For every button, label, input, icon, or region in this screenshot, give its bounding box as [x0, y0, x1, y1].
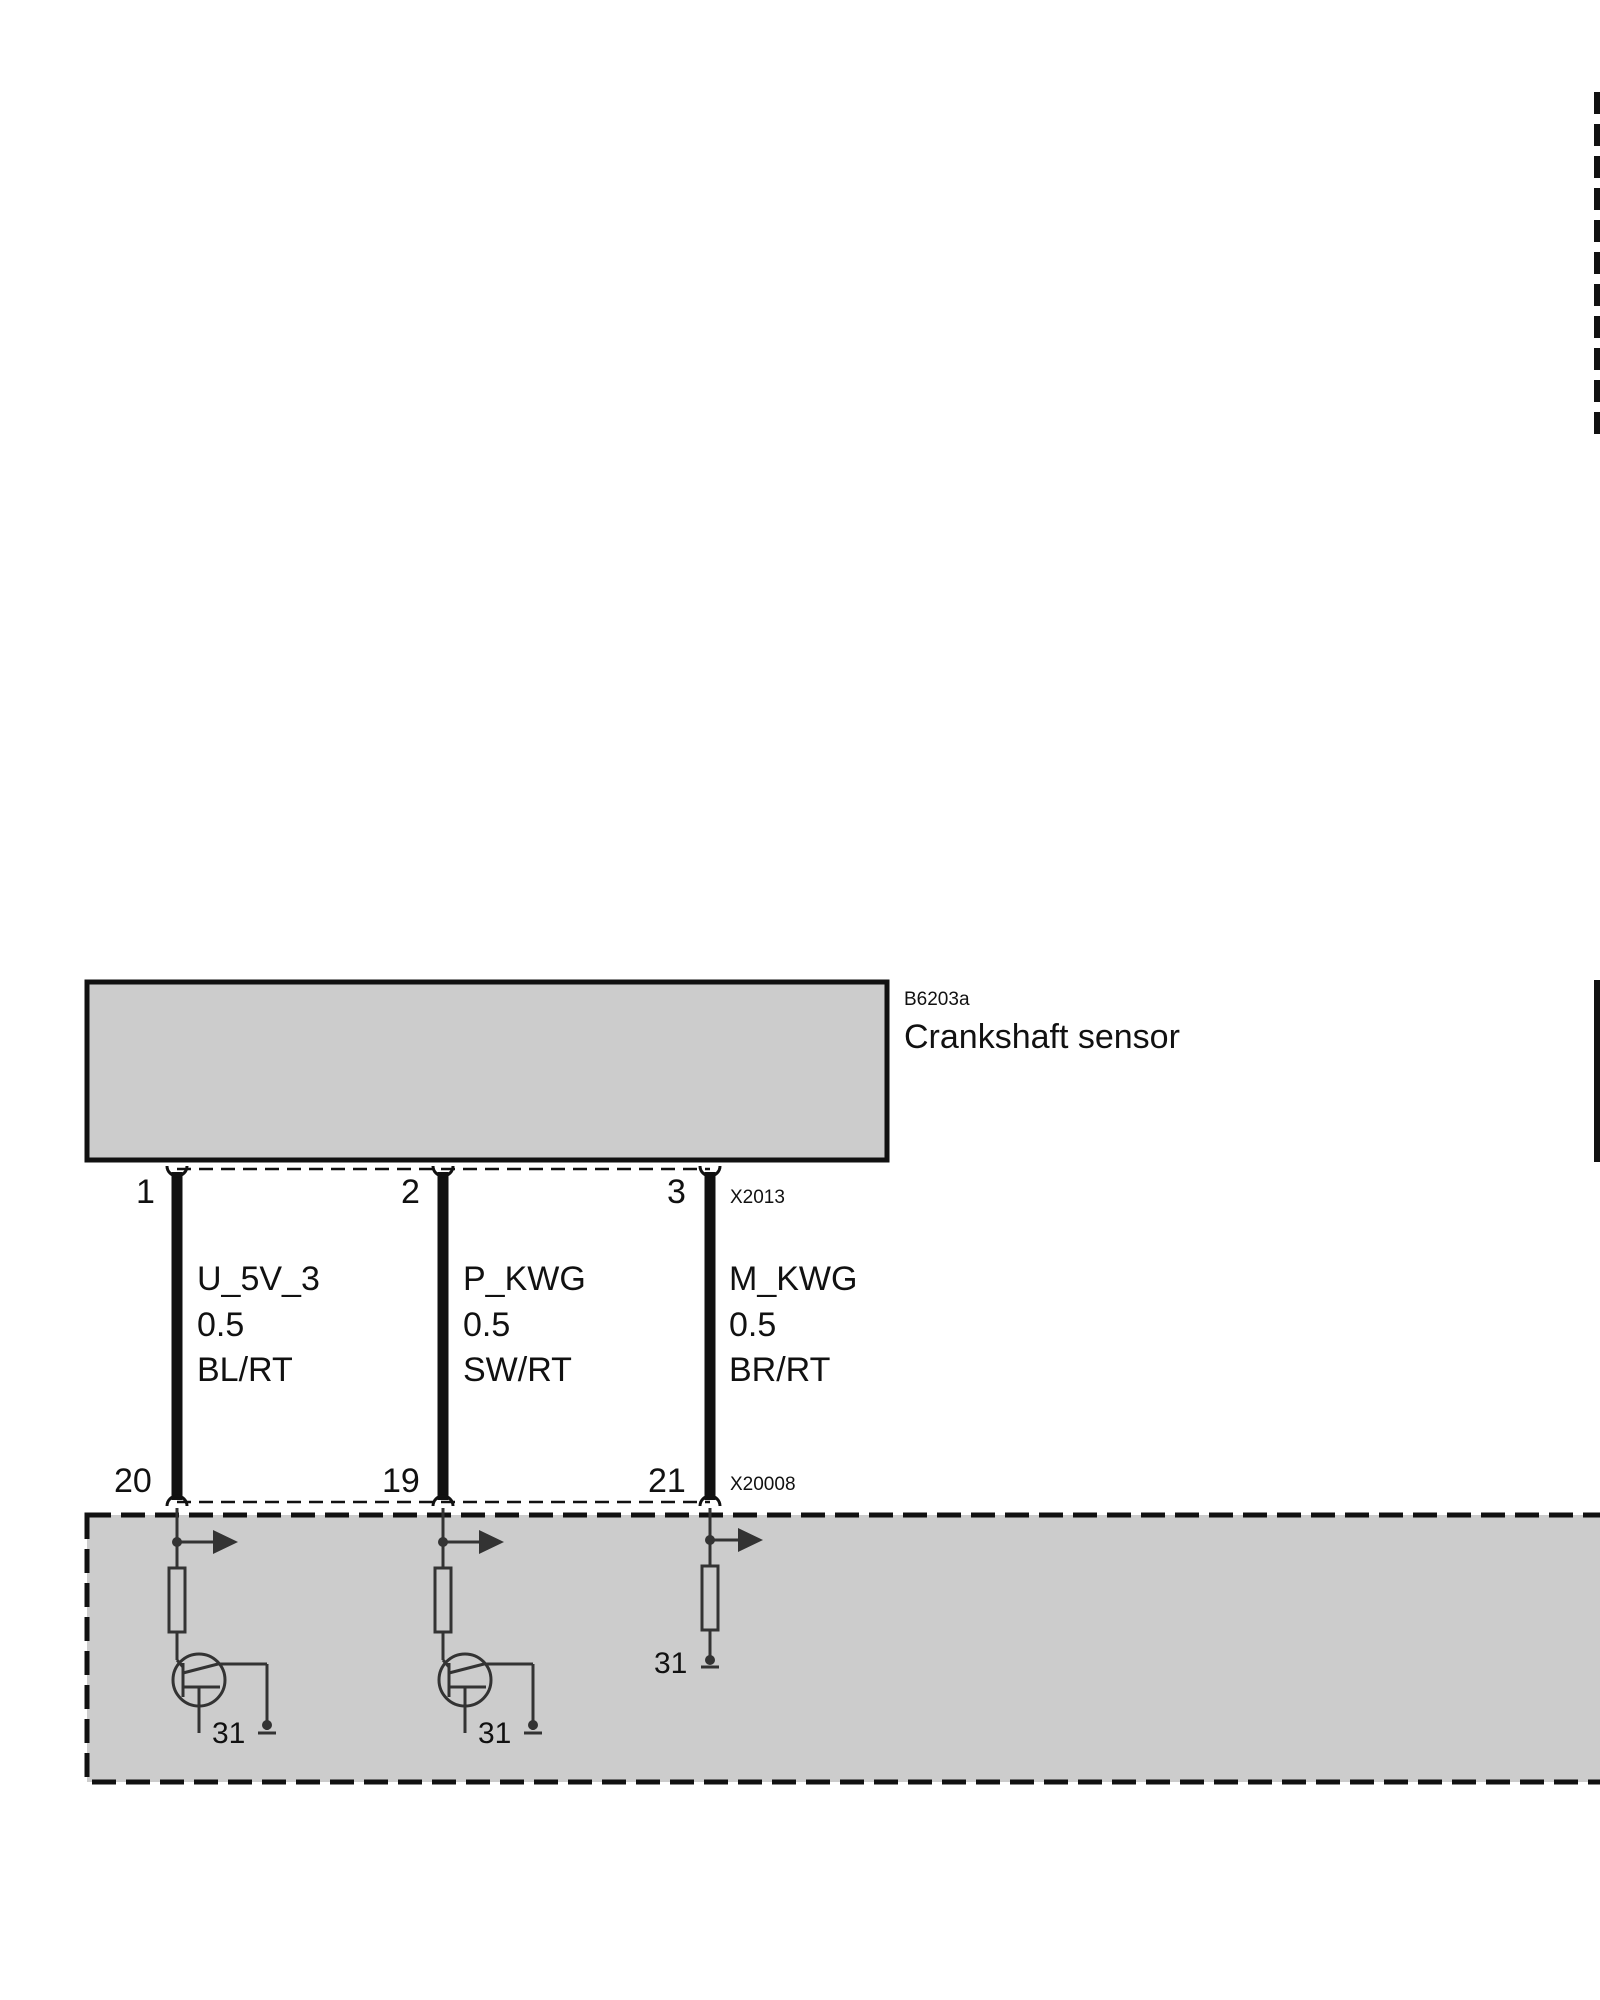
wire-3	[698, 1165, 722, 1507]
wire-2-size: 0.5	[463, 1306, 510, 1344]
ground-label-2: 31	[478, 1717, 511, 1750]
ecu-circuit-2	[433, 1508, 542, 1735]
sensor-pin-1: 1	[136, 1173, 155, 1211]
sensor-connector-label: X2013	[730, 1187, 785, 1208]
wire-3-size: 0.5	[729, 1306, 776, 1344]
wire-3-signal: M_KWG	[729, 1260, 857, 1298]
ecu-junction-dot-2	[438, 1537, 448, 1547]
ground-label-1: 31	[212, 1717, 245, 1750]
ground-label-3: 31	[654, 1647, 687, 1680]
wire-1	[165, 1165, 189, 1507]
sensor-pin-3: 3	[667, 1173, 686, 1211]
wire-2-color: SW/RT	[463, 1351, 572, 1389]
wire-1-signal: U_5V_3	[197, 1260, 320, 1298]
ecu-pin-21: 21	[648, 1462, 686, 1500]
sensor-pin-2: 2	[401, 1173, 420, 1211]
ecu-ground-dot-2	[528, 1720, 538, 1730]
component-id: B6203a	[904, 989, 970, 1010]
component-name: Crankshaft sensor	[904, 1018, 1180, 1056]
ecu-circuit-1	[167, 1508, 276, 1735]
wire-3-color: BR/RT	[729, 1351, 830, 1389]
ecu-junction-dot-3	[705, 1535, 715, 1545]
wire-2	[431, 1165, 455, 1507]
ecu-connector-label: X20008	[730, 1474, 796, 1495]
ecu-ground-dot-3	[705, 1655, 715, 1665]
wire-1-color: BL/RT	[197, 1351, 293, 1389]
crankshaft-sensor-box	[84, 979, 890, 1163]
wire-1-size: 0.5	[197, 1306, 244, 1344]
ecu-pin-19: 19	[382, 1462, 420, 1500]
ecu-ground-dot-1	[262, 1720, 272, 1730]
wire-2-signal: P_KWG	[463, 1260, 586, 1298]
ecu-box	[84, 1512, 1600, 1785]
ecu-pin-20: 20	[114, 1462, 152, 1500]
